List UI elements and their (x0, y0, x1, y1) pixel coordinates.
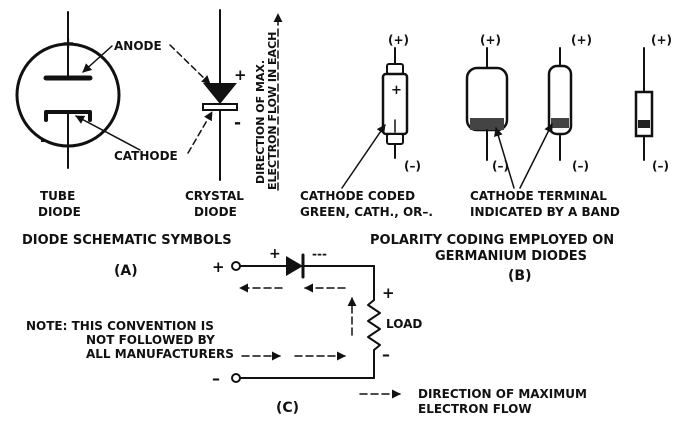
crystal-label-line1: CRYSTAL (185, 189, 244, 203)
direction-label-line1: DIRECTION OF MAX. (254, 60, 267, 184)
note-line3: ALL MANUFACTURERS (86, 347, 234, 361)
input-minus: – (212, 369, 220, 388)
tube-label-line1: TUBE (40, 189, 75, 203)
load-resistor (367, 299, 381, 351)
crystal-label-line2: DIODE (194, 205, 237, 219)
germanium-diode-4 (634, 47, 654, 161)
load-circuit (231, 253, 401, 399)
note-line1: NOTE: THIS CONVENTION IS (26, 319, 214, 333)
crystal-diode-symbol (169, 9, 283, 191)
legend-line2: ELECTRON FLOW (418, 402, 532, 416)
diode3-plus: (+) (571, 33, 592, 47)
diode2-plus: (+) (480, 33, 501, 47)
tube-label-line2: DIODE (38, 205, 81, 219)
diode3-minus: (–) (572, 159, 589, 173)
cathode-pointer-dashed (187, 111, 213, 154)
terminal-line1: CATHODE TERMINAL (470, 189, 607, 203)
terminal-line2: INDICATED BY A BAND (470, 205, 620, 219)
cathode-pointer (75, 115, 141, 151)
anode-label: ANODE (114, 39, 162, 53)
cathode-label: CATHODE (114, 149, 178, 163)
direction-label-line2: ELECTRON FLOW IN EACH (266, 32, 279, 190)
diode2-minus: (–) (492, 159, 509, 173)
diode1-minus: (–) (404, 159, 421, 173)
crystal-bar (202, 103, 238, 111)
caption-b-line2: GERMANIUM DIODES (435, 249, 587, 264)
circuit-diode-plus: + (269, 246, 281, 262)
crystal-triangle (203, 83, 237, 104)
anode-pointer-dashed (169, 44, 211, 85)
circuit-diode-minus: --- (312, 247, 327, 261)
diode4-plus: (+) (651, 33, 672, 47)
diode1-mark: + (391, 83, 402, 98)
caption-b-line1: POLARITY CODING EMPLOYED ON (370, 233, 614, 248)
load-plus: + (382, 284, 395, 302)
letter-a: (A) (114, 263, 138, 279)
letter-c: (C) (276, 400, 299, 416)
diode1-plus: (+) (388, 33, 409, 47)
input-plus: + (212, 258, 225, 276)
crystal-minus: - (234, 113, 241, 133)
germanium-diode-1 (341, 47, 409, 189)
anode-pointer (82, 45, 113, 73)
crystal-plus: + (234, 66, 247, 84)
input-terminal-bottom (231, 373, 241, 383)
tube-minus: - (40, 130, 47, 151)
caption-a: DIODE SCHEMATIC SYMBOLS (22, 233, 232, 248)
load-label: LOAD (386, 317, 422, 331)
load-minus: – (382, 345, 390, 364)
letter-b: (B) (508, 268, 531, 284)
tube-diode-symbol (15, 11, 141, 169)
circuit-diode-triangle (286, 256, 303, 276)
note-line2: NOT FOLLOWED BY (86, 333, 215, 347)
germanium-diode-3 (519, 47, 573, 189)
germanium-diode-2 (465, 47, 515, 189)
tube-plus: + (62, 34, 75, 52)
input-terminal-top (231, 261, 241, 271)
legend-line1: DIRECTION OF MAXIMUM (418, 387, 587, 401)
diode4-minus: (–) (652, 159, 669, 173)
cathode-coded-line2: GREEN, CATH., OR–. (300, 205, 433, 219)
cathode-coded-line1: CATHODE CODED (300, 189, 415, 203)
